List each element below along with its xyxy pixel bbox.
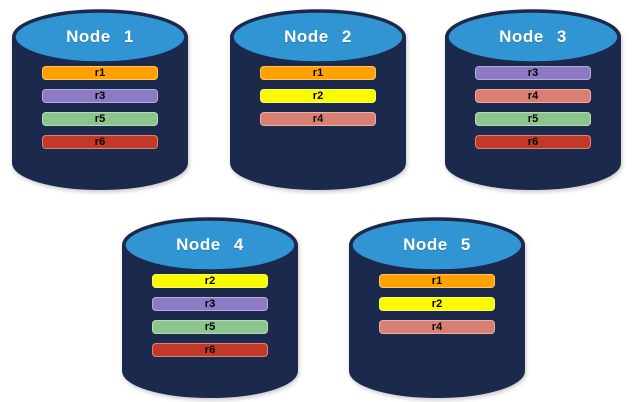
replica-label: r6 [94,136,106,148]
database-node-2: Node 2 r1 r2 r4 [229,8,407,192]
database-node-1: Node 1 r1 r3 r5 r6 [11,8,189,192]
database-node-4: Node 4 r2 r3 r5 r6 [121,216,299,400]
cylinder-top [349,217,525,273]
replica-bar-r6: r6 [152,343,268,357]
replica-bar-r6: r6 [42,135,158,149]
database-node-3: Node 3 r3 r4 r5 r6 [444,8,622,192]
replica-label: r5 [204,321,216,333]
replica-label: r3 [527,67,539,79]
replica-bar-r2: r2 [152,274,268,288]
replica-bar-r5: r5 [152,320,268,334]
replica-list: r3 r4 r5 r6 [475,66,591,149]
replica-label: r4 [312,113,324,125]
replica-bar-r6: r6 [475,135,591,149]
replica-label: r3 [204,298,216,310]
cylinder-top [12,9,188,65]
replica-label: r3 [94,90,106,102]
replica-bar-r4: r4 [260,112,376,126]
replica-bar-r2: r2 [260,89,376,103]
node-title: Node 5 [403,235,471,254]
replica-label: r5 [527,113,539,125]
cylinder-top [445,9,621,65]
cylinder-top [122,217,298,273]
replica-bar-r3: r3 [152,297,268,311]
replica-label: r5 [94,113,106,125]
replica-bar-r1: r1 [42,66,158,80]
node-title: Node 4 [176,235,244,254]
replica-label: r1 [431,275,443,287]
replica-list: r1 r2 r4 [260,66,376,126]
replica-bar-r4: r4 [475,89,591,103]
replica-bar-r5: r5 [475,112,591,126]
node-title: Node 1 [66,27,134,46]
cylinder-top [230,9,406,65]
replica-label: r2 [431,298,443,310]
replica-label: r4 [431,321,443,333]
replica-label: r2 [204,275,216,287]
replica-list: r2 r3 r5 r6 [152,274,268,357]
replica-label: r1 [312,67,324,79]
replica-bar-r1: r1 [379,274,495,288]
replica-label: r6 [204,344,216,356]
replica-label: r6 [527,136,539,148]
replica-label: r2 [312,90,324,102]
replica-label: r4 [527,90,539,102]
database-node-5: Node 5 r1 r2 r4 [348,216,526,400]
replica-list: r1 r2 r4 [379,274,495,334]
replica-bar-r2: r2 [379,297,495,311]
replica-bar-r4: r4 [379,320,495,334]
replica-list: r1 r3 r5 r6 [42,66,158,149]
replica-bar-r5: r5 [42,112,158,126]
replica-bar-r3: r3 [42,89,158,103]
node-title: Node 2 [284,27,352,46]
replica-bar-r3: r3 [475,66,591,80]
replica-label: r1 [94,67,106,79]
replica-bar-r1: r1 [260,66,376,80]
node-title: Node 3 [499,27,567,46]
